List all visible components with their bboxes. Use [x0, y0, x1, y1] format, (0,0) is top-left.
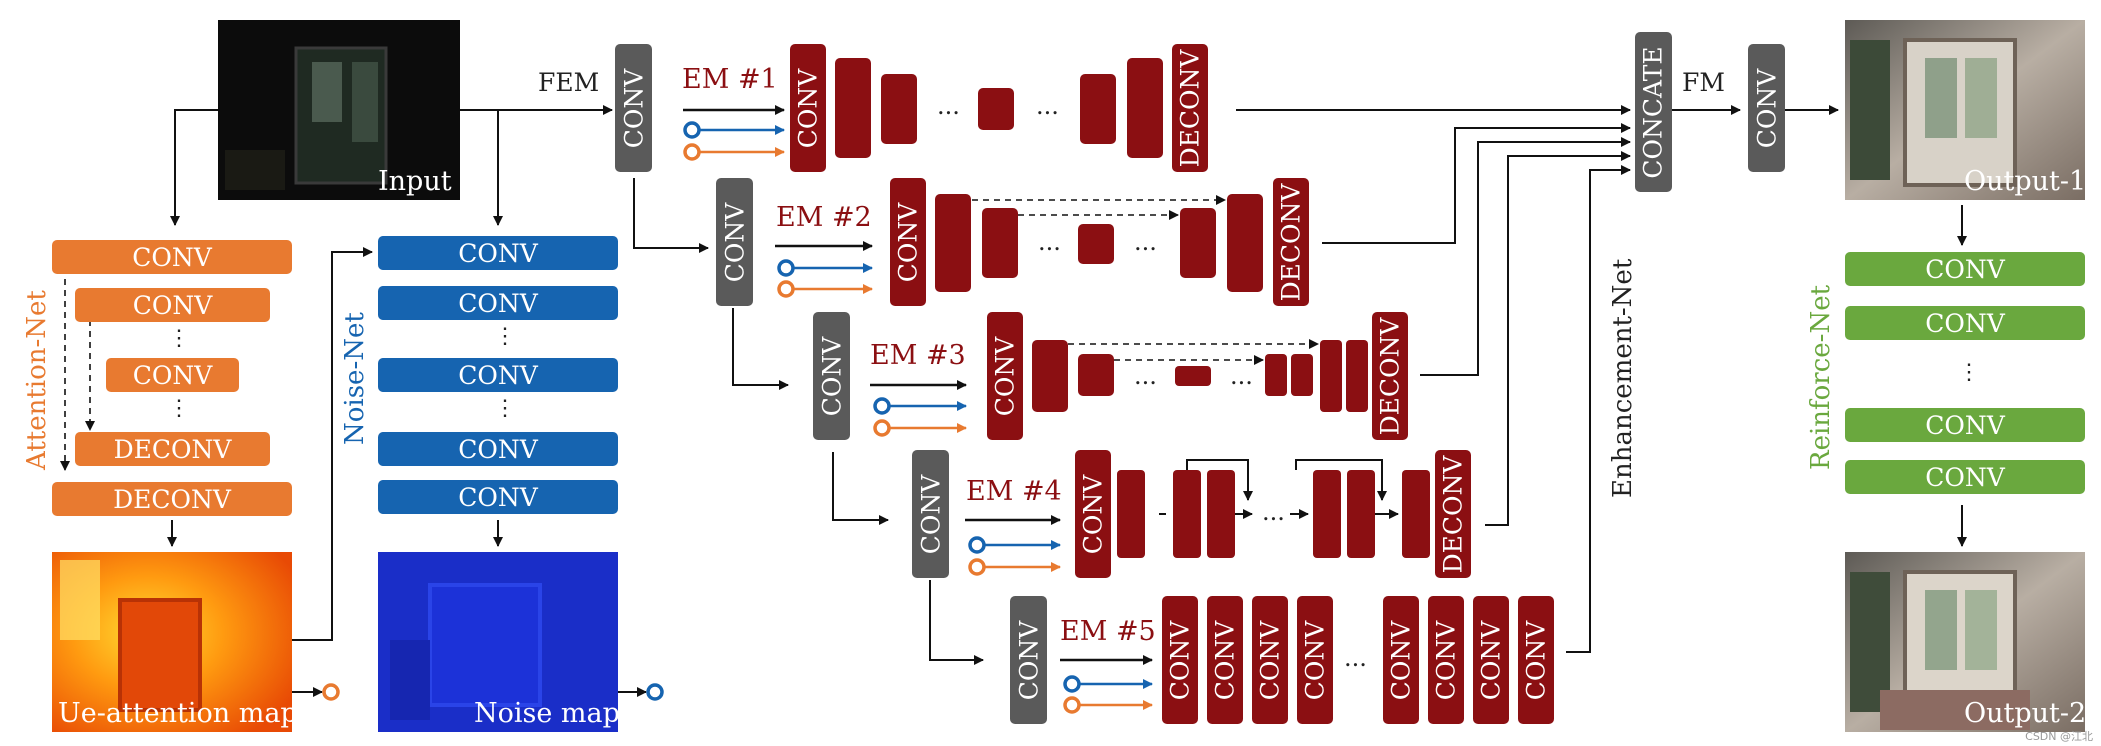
em3-label: EM #3 [870, 340, 966, 371]
em5-conv-block: CONV [1210, 620, 1240, 700]
em1-deconv-block: DECONV [1175, 49, 1205, 167]
concat-links [1236, 105, 1967, 653]
em3-ellipsis-right: ... [1230, 362, 1253, 390]
em1-ellipsis-left: ... [937, 92, 960, 120]
em2-deconv-block: DECONV [1276, 183, 1306, 301]
fem-conv-block: CONV [619, 68, 648, 148]
em4-links [1159, 459, 1399, 519]
noise-conv-5: CONV [378, 480, 618, 514]
noise-vdots-2: ⋮ [494, 396, 516, 421]
conv-3-block: CONV [817, 336, 846, 416]
em3-ellipsis-left: ... [1134, 362, 1157, 390]
em5-conv-block: CONV [1386, 620, 1416, 700]
em5-blocks [1162, 596, 1554, 724]
attention-net-label: Attention-Net [22, 290, 52, 470]
reinforce-conv-3: CONV [1845, 408, 2085, 442]
em5-conv-block: CONV [1521, 620, 1551, 700]
em5-conv-block: CONV [1431, 620, 1461, 700]
conv-2-block: CONV [720, 202, 749, 282]
concate-block: CONCATE [1639, 45, 1668, 179]
gray-blocks [615, 32, 1785, 724]
attention-vdots-2: ⋮ [168, 396, 190, 421]
attention-conv-1: CONV [52, 240, 292, 274]
em1-blocks [790, 44, 1208, 172]
noise-vdots-1: ⋮ [494, 324, 516, 349]
em5-conv-block: CONV [1476, 620, 1506, 700]
em2-blocks [890, 178, 1309, 306]
noise-map-label: Noise map [474, 698, 620, 729]
em4-conv-block: CONV [1078, 474, 1108, 554]
em4-label: EM #4 [966, 476, 1062, 507]
output-2-label: Output-2 [1964, 698, 2087, 729]
em2-label: EM #2 [776, 202, 872, 233]
attention-vdots-1: ⋮ [168, 326, 190, 351]
reinforce-conv-2: CONV [1845, 306, 2085, 340]
em4-inputs [965, 515, 1061, 576]
em2-inputs [775, 241, 873, 298]
output-2-image [1845, 552, 2085, 732]
noise-conv-2: CONV [378, 286, 618, 320]
attention-conv-2: CONV [75, 288, 270, 322]
em3-blocks [987, 312, 1408, 440]
reinforce-conv-1: CONV [1845, 252, 2085, 286]
em4-blocks [1075, 450, 1471, 578]
reinforce-vdots: ⋮ [1958, 360, 1980, 385]
em5-conv-block: CONV [1255, 620, 1285, 700]
attention-deconv-2: DECONV [52, 482, 292, 516]
em1-label: EM #1 [682, 64, 778, 95]
fm-label: FM [1682, 68, 1725, 97]
em5-conv-block: CONV [1165, 620, 1195, 700]
noise-conv-1: CONV [378, 236, 618, 270]
output-1-label: Output-1 [1964, 166, 2087, 197]
fm-conv-block: CONV [1752, 68, 1781, 148]
reinforce-conv-4: CONV [1845, 460, 2085, 494]
output-1-image [1845, 20, 2085, 200]
noise-conv-3: CONV [378, 358, 618, 392]
attention-deconv-1: DECONV [75, 432, 270, 466]
em4-ellipsis: ... [1262, 498, 1285, 526]
noise-net-label: Noise-Net [340, 312, 370, 445]
em2-ellipsis-left: ... [1038, 228, 1061, 256]
enhancement-net-label: Enhancement-Net [1608, 258, 1638, 498]
em3-conv-block: CONV [990, 336, 1020, 416]
em1-conv-block: CONV [793, 68, 823, 148]
em3-inputs [870, 380, 967, 437]
input-image [218, 20, 460, 200]
noise-map-image [378, 552, 618, 732]
em5-label: EM #5 [1060, 616, 1156, 647]
attention-map-label: Ue-attention map [58, 698, 298, 729]
reinforce-net-label: Reinforce-Net [1806, 284, 1836, 470]
em1-ellipsis-right: ... [1036, 92, 1059, 120]
input-label: Input [378, 166, 452, 197]
em5-ellipsis: ... [1344, 644, 1367, 672]
attention-map-image [52, 552, 292, 732]
em2-ellipsis-right: ... [1134, 228, 1157, 256]
noise-conv-4: CONV [378, 432, 618, 466]
em3-deconv-block: DECONV [1375, 317, 1405, 435]
em5-conv-block: CONV [1300, 620, 1330, 700]
em5-inputs [1060, 655, 1153, 714]
attention-conv-3: CONV [106, 358, 239, 392]
conv-5-block: CONV [1014, 620, 1043, 700]
fem-label: FEM [538, 68, 600, 97]
em1-inputs [683, 105, 785, 161]
em4-deconv-block: DECONV [1438, 455, 1468, 573]
watermark: CSDN @江北 [2025, 730, 2093, 743]
conv-4-block: CONV [916, 474, 945, 554]
em2-conv-block: CONV [893, 202, 923, 282]
